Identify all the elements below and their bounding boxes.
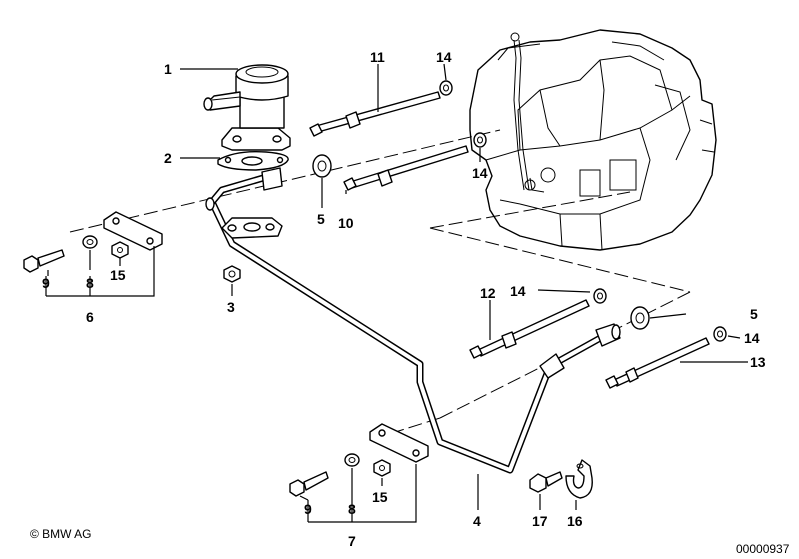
callout-labels: 1 2 3 4 5 5 6 7 8 8 9 9 10 11 12 13 14 1… <box>42 49 766 549</box>
engine-block-illustration <box>469 29 717 251</box>
callout-5-top: 5 <box>317 211 325 227</box>
callout-9-top: 9 <box>42 275 50 291</box>
callout-8-bottom: 8 <box>348 501 356 517</box>
bracket-set-part-7 <box>289 423 429 497</box>
callout-14-d: 14 <box>744 330 760 346</box>
callout-11: 11 <box>370 49 385 65</box>
callout-10: 10 <box>338 215 354 231</box>
air-valve-part-1 <box>203 64 291 151</box>
leader-lines <box>45 63 748 523</box>
callout-6: 6 <box>86 309 94 325</box>
callout-16: 16 <box>567 513 583 529</box>
callout-7: 7 <box>348 533 356 549</box>
callout-17: 17 <box>532 513 548 529</box>
callout-4: 4 <box>473 513 481 529</box>
gasket-part-2 <box>217 150 289 171</box>
clamp-part-16 <box>565 459 593 499</box>
callout-14-c: 14 <box>510 283 526 299</box>
callout-1: 1 <box>164 61 172 77</box>
callout-12: 12 <box>480 285 496 301</box>
image-number: 00000937 <box>736 542 790 556</box>
air-pipe-part-4 <box>205 167 621 474</box>
copyright-text: © BMW AG <box>30 527 92 541</box>
callout-13: 13 <box>750 354 766 370</box>
washers <box>312 80 727 342</box>
callout-8-top: 8 <box>86 275 94 291</box>
callout-9-bottom: 9 <box>304 501 312 517</box>
callout-5-right: 5 <box>750 306 758 322</box>
callout-14-a: 14 <box>436 49 452 65</box>
bracket-set-part-6 <box>23 211 163 273</box>
callout-14-b: 14 <box>472 165 488 181</box>
callout-3: 3 <box>227 299 235 315</box>
callout-15-top: 15 <box>110 267 126 283</box>
callout-15-bottom: 15 <box>372 489 388 505</box>
callout-2: 2 <box>164 150 172 166</box>
nut-part-3 <box>223 265 241 283</box>
